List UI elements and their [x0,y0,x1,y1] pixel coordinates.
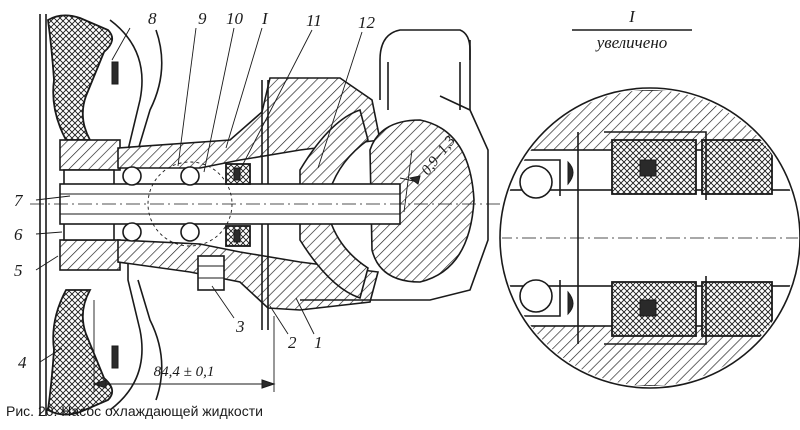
main-section-view: 84,4 ± 0,1 0,9–1,3 8 9 10 [14,9,500,416]
callout-8: 8 [148,9,157,28]
callout-10: 10 [226,9,244,28]
callout-7: 7 [14,191,24,210]
figure-caption: Рис. 20. Насос охлаждающей жидкости [6,403,263,419]
detail-bearing-ball [519,165,553,199]
callout-9: 9 [198,9,207,28]
callout-12: 12 [358,13,376,32]
dimension-length-text: 84,4 ± 0,1 [154,364,215,380]
callout-6: 6 [14,225,23,244]
detail-bearing-ball [519,279,553,313]
callout-11: 11 [306,11,322,30]
dimension-length: 84,4 ± 0,1 [92,300,276,392]
bearing-balls [122,166,200,242]
detail-view: I увеличено [499,7,800,389]
bolt [197,255,225,291]
pump-housing [117,29,489,330]
callout-leaders [35,27,363,363]
callout-4: 4 [18,353,27,372]
callout-2: 2 [288,333,297,352]
detail-view-marker: I [628,7,636,26]
callout-3: 3 [235,317,245,336]
callout-5: 5 [14,261,23,280]
detail-view-label: увеличено [595,33,668,52]
shaft-seal [225,163,251,247]
callout-1: 1 [314,333,323,352]
pulley [109,19,163,411]
callout-detail-marker: I [261,9,269,28]
